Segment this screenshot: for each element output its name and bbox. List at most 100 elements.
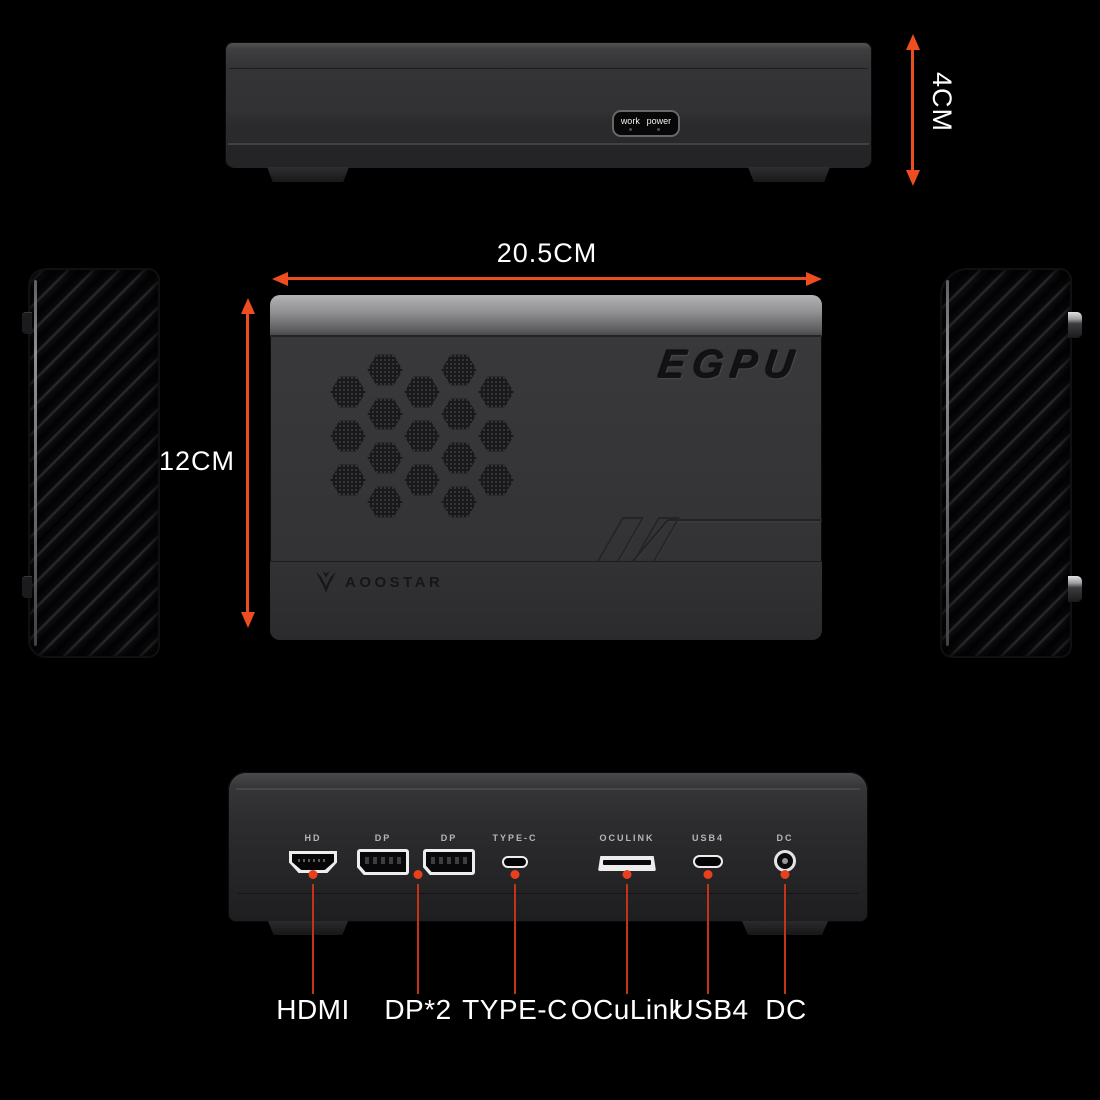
hdmi-port (289, 851, 337, 873)
arrow-up-icon (906, 34, 920, 50)
dimension-line (246, 309, 249, 617)
panel-tab (22, 576, 32, 598)
callout-line-dc (784, 884, 786, 994)
callout-line-dp (417, 884, 419, 994)
callout-label-dc: DC (765, 994, 807, 1025)
callout-dot-type-c (510, 870, 520, 879)
work-indicator: work (620, 115, 640, 131)
aoostar-logo: AOOSTAR (315, 569, 443, 595)
width-dimension-label: 20.5CM (496, 238, 598, 268)
dimension-line (911, 45, 914, 175)
egpu-logo: EGPU (655, 343, 804, 387)
port-label-hdmi: HD (304, 833, 322, 843)
height-dimension-arrow (906, 34, 920, 186)
oculink-slot (603, 860, 651, 865)
work-led-icon (628, 127, 632, 131)
callout-dot-usb4 (703, 870, 713, 879)
rear-edge-highlight (236, 788, 860, 790)
hex-vent-cell (478, 464, 514, 496)
device-foot (748, 167, 830, 182)
arrow-left-icon (272, 272, 288, 286)
hex-vent-cell (330, 420, 366, 452)
top-view-edge-highlight (228, 143, 869, 145)
port-label-dp1: DP (374, 833, 392, 843)
left-side-panel (22, 268, 160, 658)
front-height-dimension-arrow (241, 298, 255, 628)
aoostar-v-icon (315, 571, 337, 593)
hex-vent-cell (367, 398, 403, 430)
callout-label-type-c: TYPE-C (462, 994, 568, 1025)
usb4-port (693, 855, 723, 868)
callout-dot-dc (780, 870, 790, 879)
hex-vent-cell (478, 420, 514, 452)
port-label-type-c: TYPE-C (492, 833, 538, 843)
rear-view-device: HD DP DP TYPE-C OCULINK USB4 DC (228, 772, 868, 935)
device-foot (267, 167, 349, 182)
hex-vent-cell (441, 398, 477, 430)
top-view-lower-face (227, 145, 870, 168)
front-view-device: EGPU AOOSTAR (270, 295, 822, 640)
port-label-dc: DC (776, 833, 794, 843)
rear-seam (238, 893, 858, 894)
displayport-2-port (423, 849, 475, 875)
callout-dot-hdmi (308, 870, 318, 879)
callout-label-usb4: USB4 (673, 994, 749, 1025)
hex-vent-cell (404, 464, 440, 496)
height-dimension-label: 4CM (927, 72, 957, 133)
arrow-up-icon (241, 298, 255, 314)
callout-line-usb4 (707, 884, 709, 994)
port-label-usb4: USB4 (691, 833, 725, 843)
width-dimension-arrow (272, 272, 822, 286)
hex-vent-cell (367, 354, 403, 386)
dc-jack-port (774, 850, 796, 872)
callout-line-hdmi (312, 884, 314, 994)
port-label-dp2: DP (440, 833, 458, 843)
callout-label-dp: DP*2 (384, 994, 452, 1025)
front-seam (270, 561, 822, 562)
callout-line-type-c (514, 884, 516, 994)
port-label-oculink: OCULINK (599, 833, 655, 843)
top-view-device: work power (225, 42, 872, 182)
aoostar-logo-text: AOOSTAR (345, 573, 444, 591)
hex-vent-cell (404, 420, 440, 452)
hex-vent-cell (441, 486, 477, 518)
honeycomb-vent (270, 295, 530, 535)
thumbscrew-knob (1068, 576, 1082, 602)
power-led-icon (657, 127, 661, 131)
front-bottom-band (270, 562, 822, 640)
panel-tab (22, 312, 32, 334)
arrow-right-icon (806, 272, 822, 286)
callout-label-hdmi: HDMI (276, 994, 350, 1025)
thumbscrew-knob (1068, 312, 1082, 338)
hex-vent-cell (367, 442, 403, 474)
callout-dot-dp (413, 870, 423, 879)
displayport-1-port (357, 849, 409, 875)
dimension-line (283, 277, 811, 280)
power-indicator-label: power (646, 115, 672, 126)
device-foot (268, 921, 348, 935)
panel-edge-highlight (34, 280, 37, 646)
top-view-seam (229, 68, 868, 69)
callout-dot-oculink (622, 870, 632, 879)
arrow-down-icon (906, 170, 920, 186)
dp-port-pins (431, 857, 467, 864)
callout-line-oculink (626, 884, 628, 994)
type-c-port (502, 856, 528, 868)
hex-vent-cell (441, 442, 477, 474)
indicator-panel: work power (612, 110, 680, 137)
oculink-port (598, 856, 656, 871)
hex-vent-cell (330, 376, 366, 408)
hdmi-port-inner (292, 854, 334, 870)
hdmi-port-pins (298, 859, 328, 862)
hex-vent-cell (330, 464, 366, 496)
power-indicator: power (646, 115, 672, 131)
top-silver-strip (270, 295, 822, 337)
callout-label-oculink: OCuLink (570, 994, 684, 1025)
hex-vent-cell (478, 376, 514, 408)
panel-edge-highlight (946, 280, 949, 646)
hex-vent-cell (441, 354, 477, 386)
dp-port-pins (365, 857, 401, 864)
work-indicator-label: work (620, 115, 640, 126)
arrow-down-icon (241, 612, 255, 628)
